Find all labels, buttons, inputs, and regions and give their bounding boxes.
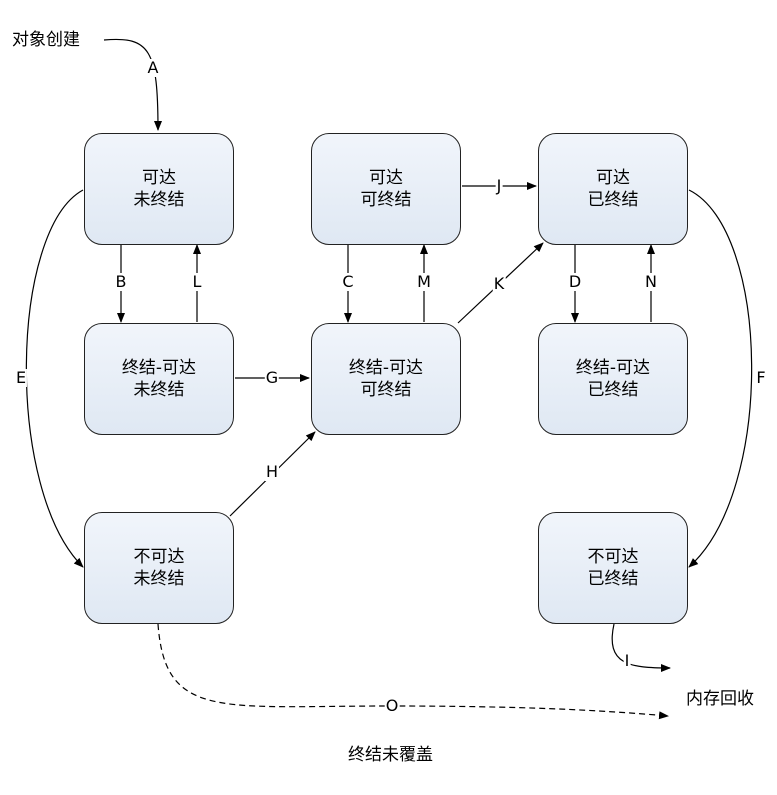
node-finreachable-unfinalized: 终结-可达 未终结 [84,323,234,435]
node-state-line1: 可达 [369,168,403,188]
node-state-line2: 未终结 [133,569,185,589]
node-state-line2: 未终结 [133,190,185,210]
edge-label-m: M [416,272,432,291]
node-state-line2: 未终结 [133,380,185,400]
node-state-line1: 终结-可达 [575,358,651,378]
node-state-line2: 已终结 [587,380,639,400]
node-state-line2: 已终结 [587,569,639,589]
node-state-line1: 不可达 [587,547,639,567]
edge-label-c: C [341,272,355,291]
edge-label-f: F [755,368,767,387]
node-state-line1: 可达 [142,168,176,188]
node-state-line1: 终结-可达 [348,358,424,378]
edge-label-j: J [495,176,503,195]
node-reachable-unfinalized: 可达 未终结 [84,133,234,245]
edge-label-g: G [264,368,280,387]
node-unreachable-finalized: 不可达 已终结 [538,512,688,624]
edge-label-h: H [264,462,280,481]
edge-label-b: B [114,272,128,291]
edge-label-l: L [191,272,203,291]
edge-a-arrow [103,38,162,131]
node-unreachable-unfinalized: 不可达 未终结 [84,512,234,624]
memory-reclaim-label: 内存回收 [686,689,754,709]
edge-label-i: I [623,651,631,670]
edge-label-d: D [567,272,583,291]
start-label: 对象创建 [12,30,80,50]
node-state-line2: 已终结 [587,190,639,210]
node-state-line2: 可终结 [360,190,412,210]
edge-o-arrow [157,623,669,720]
edge-label-k: K [492,274,506,293]
node-finreachable-finalizable: 终结-可达 可终结 [311,323,461,435]
node-state-line1: 终结-可达 [121,358,197,378]
node-state-line2: 可终结 [360,380,412,400]
node-reachable-finalizable: 可达 可终结 [311,133,461,245]
edge-label-a: A [146,58,160,77]
edge-e-arrow [25,189,84,568]
finalizer-not-overridden-label: 终结未覆盖 [348,745,433,765]
node-state-line1: 不可达 [133,547,185,567]
node-finreachable-finalized: 终结-可达 已终结 [538,323,688,435]
node-state-line1: 可达 [596,168,630,188]
edge-f-arrow [688,189,753,568]
edge-i-arrow [611,623,671,672]
edge-label-n: N [644,272,658,291]
edge-label-e: E [14,368,28,387]
edge-label-o: O [384,696,400,715]
node-reachable-finalized: 可达 已终结 [538,133,688,245]
